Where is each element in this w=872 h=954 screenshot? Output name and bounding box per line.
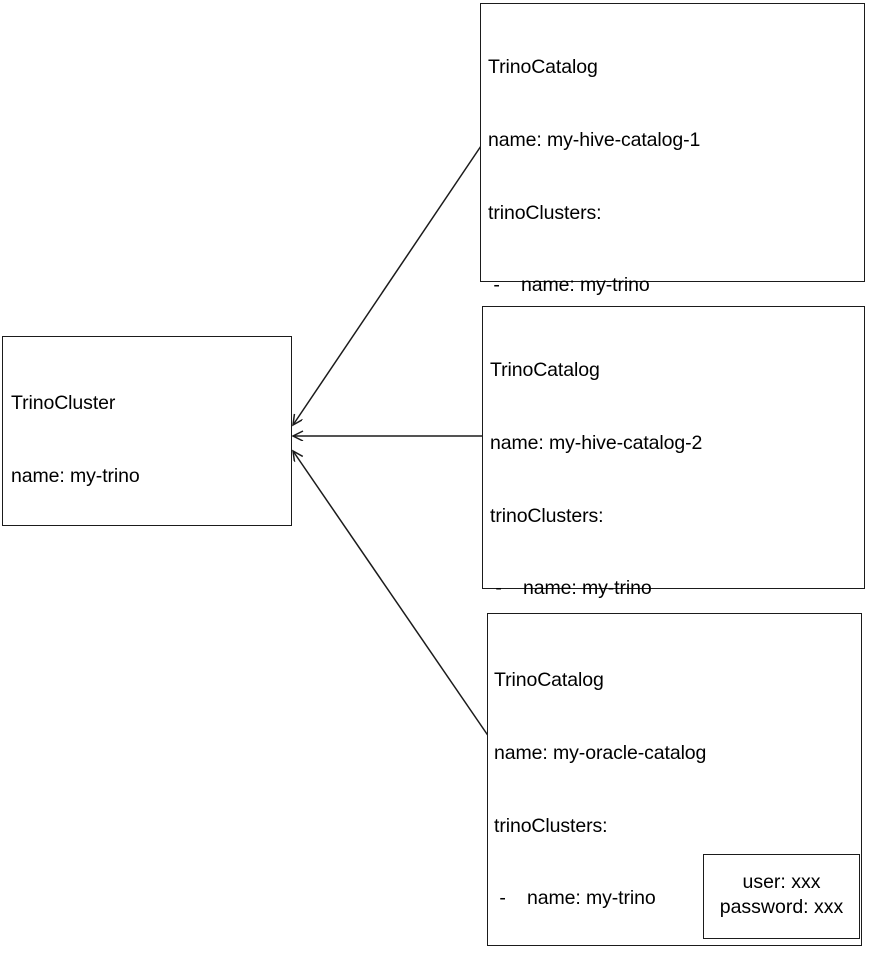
text-line: name: my-trino [11, 465, 140, 488]
text-line: TrinoCatalog [494, 669, 604, 692]
text-line: trinoClusters: [488, 201, 602, 224]
text-line: password: xxx [719, 896, 844, 918]
node-trino-cluster-text: TrinoCluster name: my-trino [11, 343, 287, 537]
text-line: TrinoCluster [11, 392, 116, 415]
text-line: name: my-oracle-catalog [494, 742, 707, 765]
node-oracle-secret-text: user: xxx password: xxx [704, 870, 859, 920]
node-oracle-secret[interactable]: user: xxx password: xxx [703, 854, 860, 939]
text-line: name: my-hive-catalog-2 [490, 432, 703, 455]
node-trino-catalog-oracle-text: TrinoCatalog name: my-oracle-catalog tri… [494, 620, 857, 954]
text-line: - name: my-trino [490, 577, 652, 600]
node-trino-catalog-oracle[interactable]: TrinoCatalog name: my-oracle-catalog tri… [487, 613, 862, 946]
text-line: TrinoCatalog [490, 359, 600, 382]
text-line: - name: my-trino [494, 887, 656, 910]
node-trino-catalog-hive-1[interactable]: TrinoCatalog name: my-hive-catalog-1 tri… [480, 3, 865, 659]
node-trino-catalog-hive-2[interactable]: TrinoCatalog name: my-hive-catalog-2 tri… [482, 306, 865, 890]
text-line: trinoClusters: [494, 814, 608, 837]
text-line: trinoClusters: [490, 504, 604, 527]
text-line: user: xxx [742, 871, 821, 893]
text-line: - name: my-trino [488, 274, 650, 297]
text-line: name: my-hive-catalog-1 [488, 129, 701, 152]
node-trino-cluster[interactable]: TrinoCluster name: my-trino [2, 336, 292, 526]
edge-hive-catalog-1-to-cluster [293, 145, 482, 425]
text-line: TrinoCatalog [488, 56, 598, 79]
edge-oracle-catalog-to-cluster [293, 451, 490, 738]
